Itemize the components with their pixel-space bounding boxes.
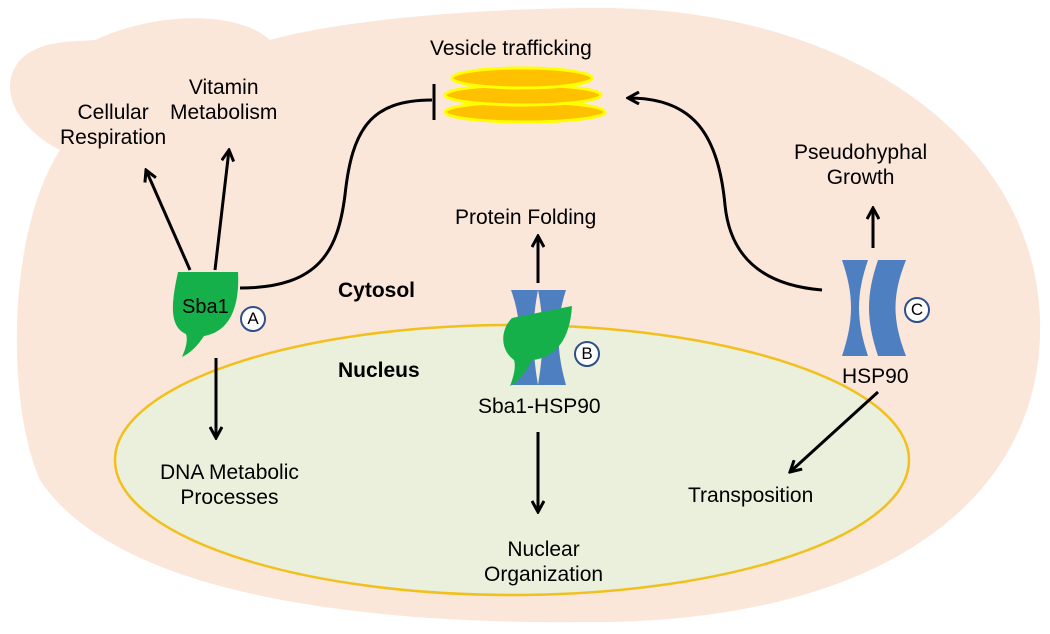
label-cellular-respiration: Cellular Respiration <box>60 101 167 149</box>
label-cytosol: Cytosol <box>338 279 416 302</box>
label-dna-metabolic-processes: DNA Metabolic Processes <box>160 461 299 509</box>
label-transposition: Transposition <box>688 484 814 507</box>
label-sba1: Sba1 <box>182 296 229 318</box>
sba1-protein-icon <box>503 306 572 386</box>
badge-c: C <box>904 297 930 323</box>
label-sba1-hsp90: Sba1-HSP90 <box>478 395 601 418</box>
label-protein-folding: Protein Folding <box>455 206 597 229</box>
arrow-sba1-vitamin <box>213 150 229 271</box>
inhibition-line-sba1-vesicle <box>239 98 433 290</box>
hsp90-dimer-icon <box>842 260 906 356</box>
label-vesicle-trafficking: Vesicle trafficking <box>430 37 592 60</box>
badge-b: B <box>574 341 600 367</box>
sba1-protein-icon <box>172 272 239 357</box>
label-hsp90: HSP90 <box>842 365 909 388</box>
badge-a: A <box>240 306 266 332</box>
arrow-hsp90-transposition <box>790 390 880 472</box>
label-vitamin-metabolism: Vitamin Metabolism <box>170 76 278 124</box>
label-nuclear-organization: Nuclear Organization <box>484 538 604 586</box>
label-nucleus: Nucleus <box>338 359 420 382</box>
arrow-sba1-respiration <box>146 170 192 271</box>
arrow-hsp90-vesicle <box>628 98 823 292</box>
label-pseudohyphal-growth: Pseudohyphal Growth <box>794 141 928 189</box>
vesicle-stack-icon <box>443 66 607 124</box>
